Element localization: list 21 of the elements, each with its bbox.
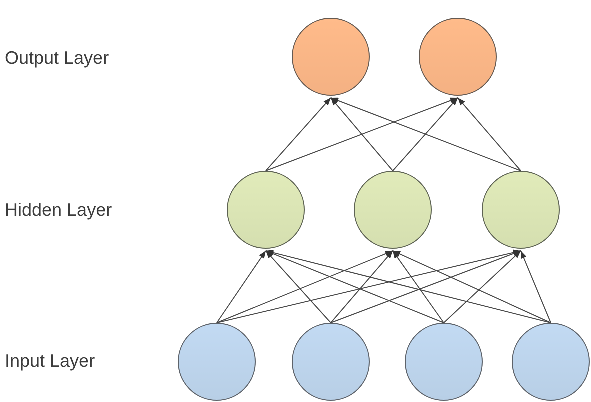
layer-label: Input Layer xyxy=(5,350,96,372)
arrow xyxy=(330,250,522,324)
arrow xyxy=(266,98,458,172)
arrow xyxy=(216,250,266,324)
layer-label: Output Layer xyxy=(5,47,110,69)
arrow xyxy=(266,250,552,324)
arrow xyxy=(444,250,522,324)
arrow xyxy=(520,250,552,324)
arrow xyxy=(392,98,458,172)
arrow xyxy=(216,250,394,324)
arrow xyxy=(330,250,394,324)
arrow xyxy=(330,98,522,172)
arrow xyxy=(330,98,394,172)
arrow xyxy=(266,250,444,324)
arrow xyxy=(392,250,552,324)
arrow xyxy=(266,250,332,324)
layer-label: Hidden Layer xyxy=(5,199,112,221)
arrow xyxy=(458,98,522,172)
arrow xyxy=(216,250,522,324)
arrow xyxy=(392,250,444,324)
arrow xyxy=(266,98,332,172)
